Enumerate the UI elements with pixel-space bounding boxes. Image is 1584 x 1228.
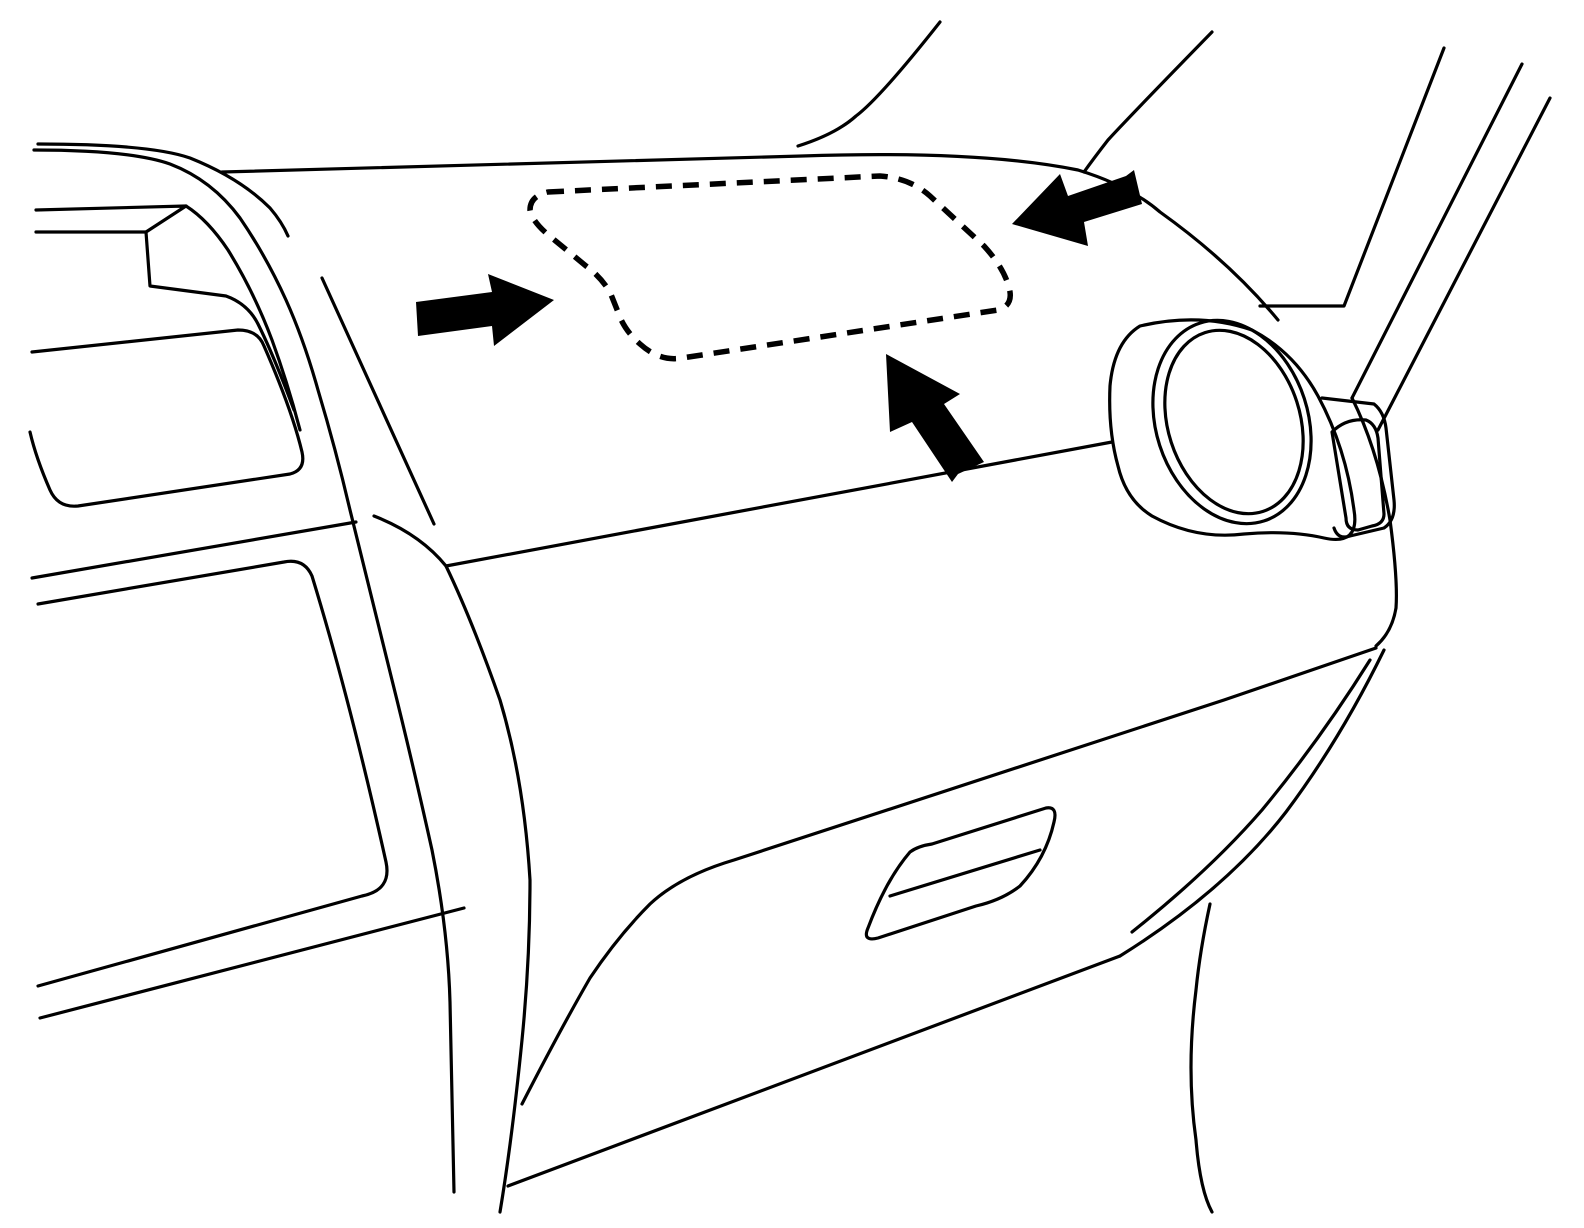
dash-top-edge: [220, 153, 1280, 322]
right-panel: [1118, 396, 1398, 1214]
side-switch-housing: [1320, 396, 1396, 539]
console-trim-inner-1: [34, 204, 296, 412]
console-vent-upper: [28, 328, 305, 508]
windshield-edge-1: [796, 20, 942, 148]
vent-housing: [1108, 318, 1357, 541]
a-pillar-outer-2: [1376, 96, 1552, 432]
windshield-edges: [796, 20, 1552, 432]
glovebox-upper-edge: [520, 646, 1378, 1106]
panel-right-edge: [1350, 396, 1398, 648]
airbag-outline: [527, 173, 1013, 362]
glovebox-column: [372, 440, 1114, 1214]
dash-upper-ridge: [36, 142, 290, 238]
side-switch-button: [1330, 418, 1386, 532]
arrows: [416, 170, 1142, 482]
dashboard-top: [36, 142, 1280, 526]
windshield-edge-2: [1082, 30, 1214, 174]
a-pillar-inner: [1258, 46, 1446, 308]
vent-ring-inner: [1163, 328, 1305, 516]
center-console: [28, 148, 466, 1194]
glove-box: [506, 646, 1378, 1188]
vent-ring-outer: [1151, 318, 1313, 526]
glovebox-handle-inner: [888, 848, 1042, 898]
dash-side-crease: [320, 276, 436, 526]
console-vent-lower: [36, 559, 389, 988]
door-trim-2: [1130, 658, 1372, 934]
console-trim-outer: [32, 148, 456, 1194]
glovebox-handle: [864, 806, 1057, 941]
dash-lower-edge: [444, 440, 1114, 568]
door-trim-1: [1118, 648, 1386, 958]
arrow-bottom-icon: [886, 354, 984, 482]
console-trim-edge: [184, 204, 302, 432]
console-ledge-2: [38, 906, 466, 1020]
a-pillar-outer-1: [1350, 62, 1524, 400]
air-vent: [1108, 318, 1396, 541]
floor-edge: [1189, 902, 1214, 1214]
console-ledge-1: [30, 520, 358, 580]
arrow-top-right-icon: [1012, 170, 1142, 246]
arrow-left-icon: [416, 274, 554, 346]
glovebox-lower-edge: [506, 954, 1122, 1188]
